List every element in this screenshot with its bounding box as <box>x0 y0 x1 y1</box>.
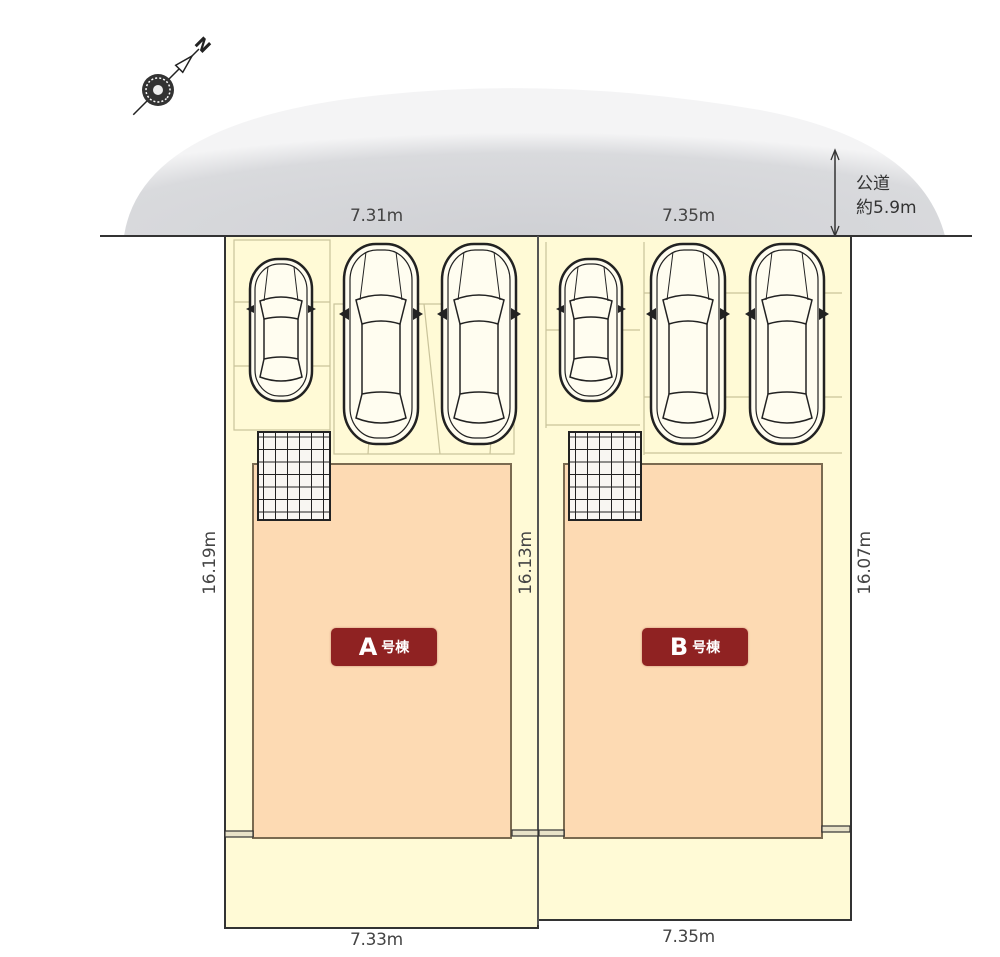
entry-porch-a <box>257 431 331 521</box>
road-label-name: 公道 <box>856 174 890 194</box>
unit-suffix-a: 号棟 <box>381 640 410 656</box>
dimension-bottom-b: 7.35m <box>662 927 715 947</box>
house-a <box>252 463 512 839</box>
dimension-bottom-a: 7.33m <box>350 930 403 950</box>
dimension-right-b: 16.07m <box>855 531 875 595</box>
entry-porch-b <box>568 431 642 521</box>
compass <box>132 48 200 116</box>
public-road <box>124 88 945 236</box>
dimension-middle: 16.13m <box>516 531 536 595</box>
dimension-left-a: 16.19m <box>200 531 220 595</box>
road-width-label: 公道 約5.9m <box>856 172 917 220</box>
dimension-top-b: 7.35m <box>662 206 715 226</box>
unit-badge-b: B 号棟 <box>642 628 748 666</box>
unit-suffix-b: 号棟 <box>692 640 721 656</box>
road-label-width: 約5.9m <box>856 198 917 218</box>
unit-letter-a: A <box>358 633 378 661</box>
unit-badge-a: A 号棟 <box>331 628 437 666</box>
unit-letter-b: B <box>669 633 689 661</box>
dimension-top-a: 7.31m <box>350 206 403 226</box>
